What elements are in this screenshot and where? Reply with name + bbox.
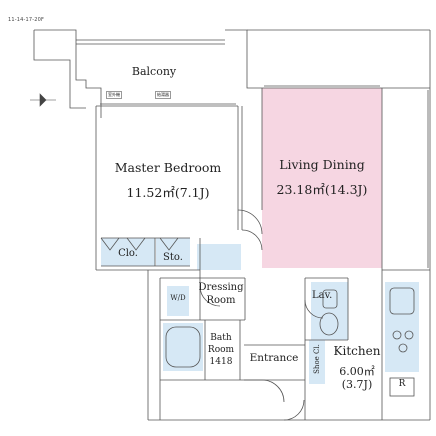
closet-label: Clo.	[118, 248, 138, 259]
lavatory-fill	[311, 282, 348, 340]
north-arrow-icon	[30, 93, 56, 107]
water-heater-tag: 給湯器	[155, 91, 171, 99]
master-bedroom-name: Master Bedroom	[114, 160, 222, 175]
storage-fill	[156, 238, 190, 266]
kitchen-name: Kitchen	[333, 344, 381, 358]
bath-room-label-2: Room	[207, 345, 235, 355]
plan-code: 11-14-17-20F	[8, 17, 45, 23]
wall-storage-fill	[197, 244, 241, 270]
balcony-label: Balcony	[131, 65, 177, 78]
master-bedroom-area: 11.52㎡(7.1J)	[126, 185, 210, 200]
kitchen-counter-fill	[385, 282, 419, 372]
bath-room-label-1: Bath	[210, 333, 232, 343]
kitchen-area-2: (3.7J)	[341, 378, 373, 391]
living-dining-area: 23.18㎡(14.3J)	[276, 182, 368, 197]
washer-fill	[167, 286, 189, 316]
bath-room-size: 1418	[209, 357, 233, 367]
shoe-closet-fill	[309, 340, 325, 384]
lavatory-label: Lav.	[312, 290, 333, 301]
washer-label: W/D	[170, 294, 186, 302]
living-dining-name: Living Dining	[279, 157, 365, 172]
bath-fill	[163, 323, 203, 371]
shoe-closet-label: Shoe Cl.	[313, 344, 321, 374]
entrance-label: Entrance	[249, 352, 299, 364]
living-dining-fill	[262, 88, 382, 268]
closet-fill	[101, 238, 155, 266]
outdoor-unit-tag: 室外機	[106, 91, 122, 99]
kitchen-area-1: 6.00㎡	[339, 365, 375, 378]
dressing-room-label-1: Dressing	[198, 282, 244, 293]
refrigerator-label: R	[398, 379, 406, 389]
storage-label: Sto.	[163, 252, 183, 263]
dressing-room-label-2: Room	[206, 295, 236, 306]
